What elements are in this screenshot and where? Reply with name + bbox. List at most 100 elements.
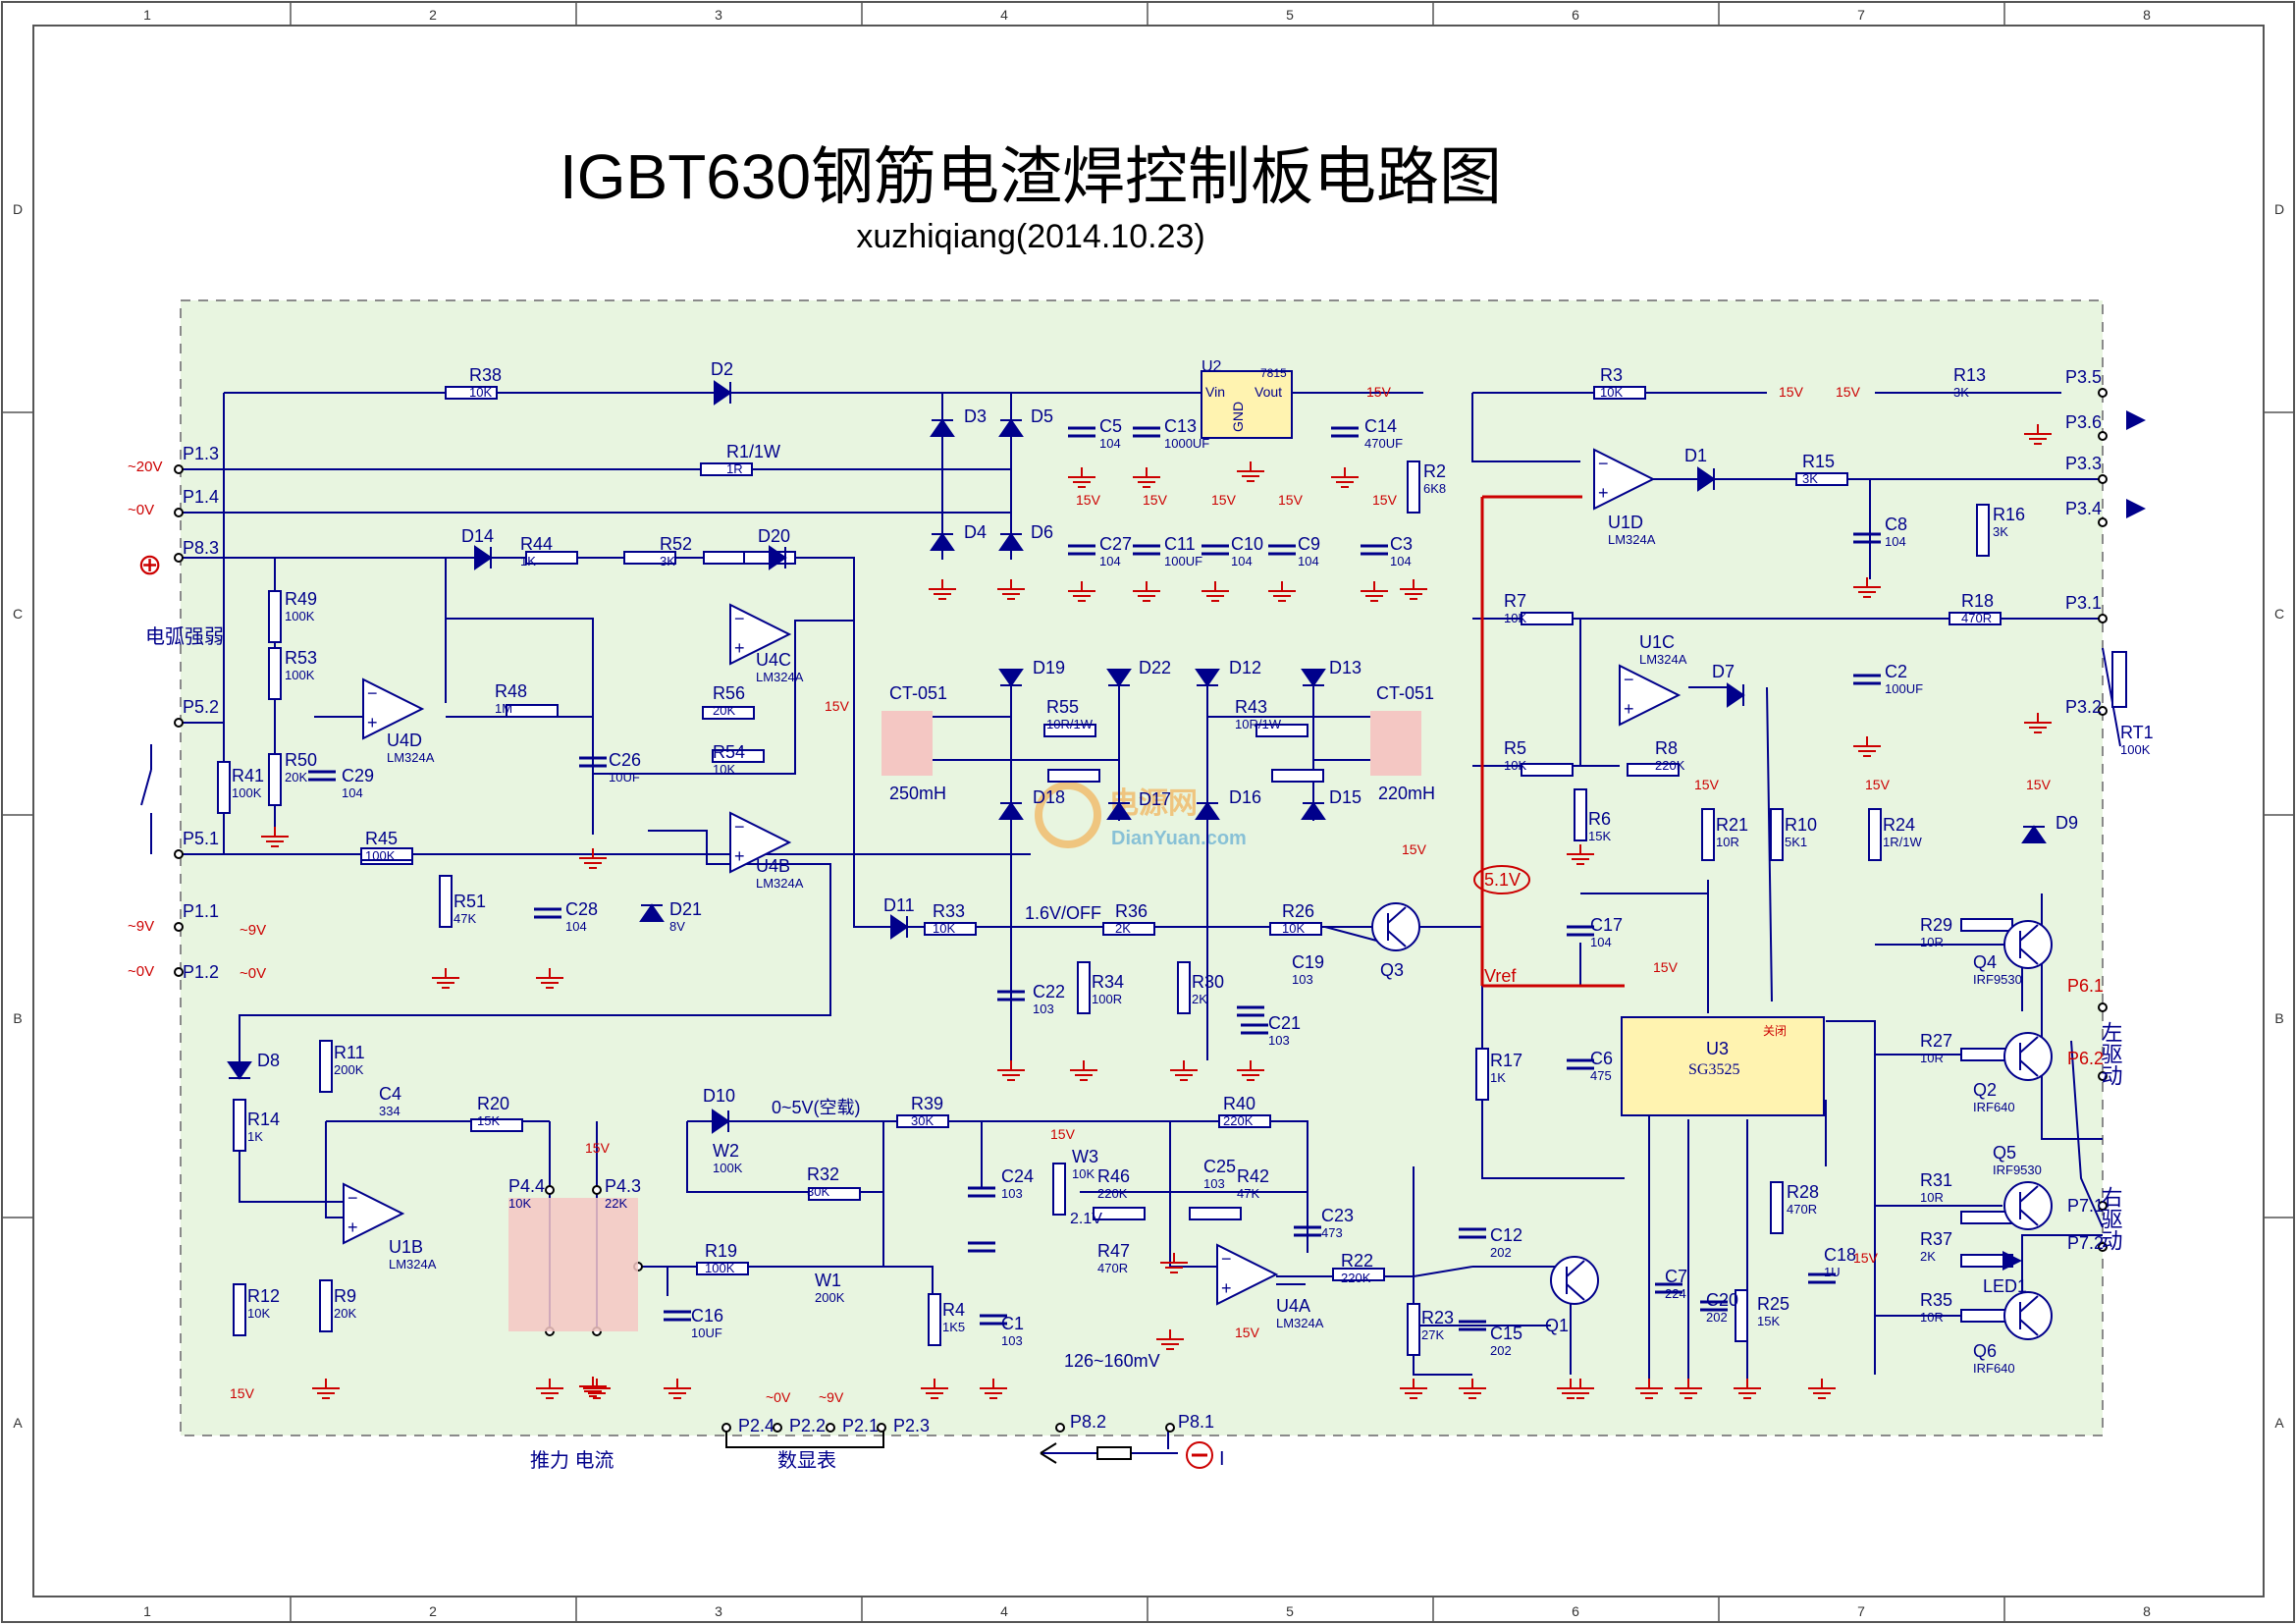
capacitor-symbol bbox=[308, 770, 336, 782]
page-subtitle: xuzhiqiang(2014.10.23) bbox=[856, 218, 1204, 255]
row-marker-left: B bbox=[13, 1010, 22, 1026]
component-value: 473 bbox=[1321, 1225, 1343, 1240]
ground-symbol bbox=[536, 1379, 563, 1399]
component-value: 30K bbox=[807, 1184, 829, 1199]
display-pin-label: P2.1 bbox=[842, 1416, 879, 1435]
component-value: IRF640 bbox=[1973, 1100, 2015, 1114]
component-ref: R27 bbox=[1920, 1031, 1952, 1051]
component-ref: R3 bbox=[1600, 365, 1623, 385]
diode-symbol bbox=[474, 545, 493, 570]
port-terminal bbox=[545, 1185, 555, 1195]
opamp-symbol bbox=[1593, 448, 1656, 511]
component-value: 1K bbox=[247, 1129, 263, 1144]
component-ref: R56 bbox=[713, 683, 745, 703]
component-ref: D15 bbox=[1329, 787, 1362, 807]
resistor-symbol bbox=[268, 753, 282, 806]
ground-symbol bbox=[1133, 581, 1160, 602]
port-label: P3.5 bbox=[2065, 367, 2102, 387]
ground-symbol bbox=[1201, 581, 1229, 602]
resistor-symbol bbox=[1574, 788, 1587, 841]
resistor-symbol bbox=[1521, 612, 1574, 625]
component-ref: Q6 bbox=[1973, 1341, 1997, 1361]
component-value: LM324A bbox=[756, 670, 804, 684]
resistor-symbol bbox=[1701, 808, 1715, 861]
component-ref: U1C bbox=[1639, 632, 1675, 652]
capacitor-symbol bbox=[1700, 1300, 1728, 1312]
component-ref: C22 bbox=[1033, 982, 1065, 1001]
component-ref: D9 bbox=[2056, 813, 2078, 833]
port-net: ~9V bbox=[128, 918, 154, 935]
component-value: 104 bbox=[1099, 554, 1121, 568]
component-ref: R20 bbox=[477, 1094, 509, 1113]
component-ref: D19 bbox=[1033, 658, 1065, 677]
port-terminal bbox=[2098, 388, 2108, 398]
component-value: 104 bbox=[1885, 534, 1906, 549]
port-terminal bbox=[174, 849, 184, 859]
opamp-plus: + bbox=[734, 638, 745, 658]
component-value: 100K bbox=[285, 668, 315, 682]
display-net-9v: ~9V bbox=[819, 1389, 844, 1405]
wire bbox=[239, 1121, 344, 1218]
supply-15v-label: 15V bbox=[585, 1140, 611, 1156]
wire bbox=[1010, 677, 1314, 1060]
component-ref: R48 bbox=[495, 681, 527, 701]
row-marker-right: B bbox=[2274, 1010, 2283, 1026]
component-ref: C13 bbox=[1164, 416, 1197, 436]
component-ref: R39 bbox=[911, 1094, 943, 1113]
component-ref: U4C bbox=[756, 650, 791, 670]
ground-symbol bbox=[929, 579, 956, 600]
component-ref: R50 bbox=[285, 750, 317, 770]
resistor-symbol bbox=[1521, 763, 1574, 777]
component-value: 3K bbox=[1802, 471, 1818, 486]
component-value: 1U bbox=[1824, 1265, 1841, 1279]
supply-15v-label: 15V bbox=[1211, 492, 1237, 508]
component-ref: R6 bbox=[1588, 809, 1611, 829]
opamp-minus: − bbox=[367, 683, 378, 703]
column-marker-bottom: 1 bbox=[143, 1603, 151, 1619]
component-value: 6K8 bbox=[1423, 481, 1446, 496]
component-value: 5K1 bbox=[1785, 835, 1807, 849]
capacitor-symbol bbox=[1201, 544, 1229, 556]
component-ref: C4 bbox=[379, 1084, 401, 1104]
component-ref: D5 bbox=[1031, 406, 1053, 426]
display-pin-label: P2.2 bbox=[789, 1416, 826, 1435]
resistor-symbol bbox=[1960, 1211, 2013, 1224]
display-pin bbox=[721, 1423, 731, 1433]
supply-15v-label: 15V bbox=[825, 698, 850, 714]
port-label: P5.2 bbox=[183, 697, 219, 717]
resistor-symbol bbox=[712, 749, 765, 763]
component-value: 10UF bbox=[609, 770, 640, 785]
resistor-symbol bbox=[1077, 961, 1091, 1014]
port-label: P6.1 bbox=[2067, 976, 2104, 996]
component-ref: R14 bbox=[247, 1110, 280, 1129]
led-symbol bbox=[2126, 499, 2146, 518]
component-value: 1000UF bbox=[1164, 436, 1209, 451]
ground-symbol bbox=[2024, 713, 2052, 733]
component-value: 15K bbox=[477, 1113, 500, 1128]
display-meter-label: 数显表 bbox=[777, 1449, 836, 1472]
component-value: LM324A bbox=[389, 1257, 437, 1272]
component-value: 100UF bbox=[1885, 681, 1923, 696]
diode-symbol bbox=[1195, 669, 1220, 687]
component-value: 10R bbox=[1716, 835, 1739, 849]
component-ref: D11 bbox=[883, 895, 915, 915]
component-ref: C25 bbox=[1203, 1157, 1236, 1176]
component-ref: D17 bbox=[1139, 789, 1171, 809]
component-value: IRF9530 bbox=[1993, 1163, 2042, 1177]
component-ref: R5 bbox=[1504, 738, 1526, 758]
component-value: 10K bbox=[933, 921, 955, 936]
component-value: 27K bbox=[1421, 1327, 1444, 1342]
transistor-symbol bbox=[2003, 1291, 2053, 1340]
ground-symbol bbox=[1400, 1379, 1427, 1399]
capacitor-symbol bbox=[1808, 1272, 1836, 1284]
transistor-leads bbox=[2019, 1185, 2039, 1226]
component-ref: R40 bbox=[1223, 1094, 1255, 1113]
opamp-plus: + bbox=[367, 713, 378, 732]
component-ref: D1 bbox=[1684, 446, 1707, 465]
column-marker-top: 5 bbox=[1286, 7, 1294, 23]
component-value: 470UF bbox=[1364, 436, 1403, 451]
resistor-symbol bbox=[1976, 504, 1990, 557]
port-label: P3.3 bbox=[2065, 454, 2102, 473]
